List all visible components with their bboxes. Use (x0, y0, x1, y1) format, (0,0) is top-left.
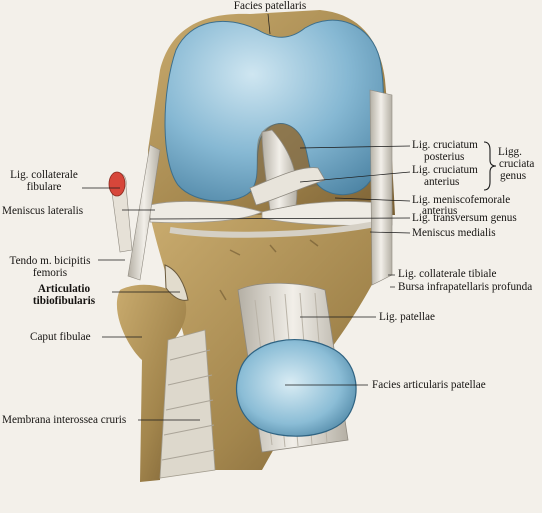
tibia-texture (219, 239, 319, 311)
label-articulatio-2: tibiofibularis (32, 295, 96, 307)
leader-lines (82, 13, 411, 421)
membrane-fibers (161, 349, 216, 461)
label-lig-collaterale-fibulare-1: Lig. collaterale (10, 169, 78, 181)
lig-collaterale-tibiale (369, 89, 393, 286)
label-membrana-interossea: Membrana interossea cruris (2, 414, 127, 426)
label-lig-collaterale-fibulare-2: fibulare (26, 181, 62, 193)
tendon-cut-surface (108, 171, 126, 197)
patella-articular-surface (236, 339, 357, 437)
label-meniscus-medialis: Meniscus medialis (412, 227, 496, 239)
label-ligg-cruciata-3: genus (500, 170, 527, 182)
label-lig-transversum-genus: Lig. transversum genus (412, 212, 517, 224)
label-lig-cruciatum-posterius-2: posterius (424, 151, 465, 163)
label-meniscus-lateralis: Meniscus lateralis (2, 205, 84, 217)
label-lig-cruciatum-anterius-2: anterius (424, 176, 460, 188)
label-ligg-cruciata-1: Ligg. (498, 146, 522, 158)
label-lig-meniscofemorale-2: anterius (422, 205, 458, 217)
label-tendo-biceps-2: femoris (32, 267, 68, 279)
lig-transversum (169, 219, 386, 238)
interosseous-membrane (159, 329, 216, 479)
label-tendo-biceps-1: Tendo m. bicipitis (9, 255, 91, 267)
femoral-condyles-cartilage (164, 19, 384, 202)
label-lig-meniscofemorale-1: Lig. meniscofemorale (412, 194, 511, 206)
label-articulatio-1: Articulatio (37, 283, 91, 295)
label-lig-collaterale-tibiale: Lig. collaterale tibiale (398, 268, 497, 280)
label-facies-patellaris: Facies patellaris (233, 0, 307, 12)
label-lig-cruciatum-anterius-1: Lig. cruciatum (412, 164, 478, 176)
label-facies-articularis-patellae: Facies articularis patellae (372, 379, 486, 391)
label-lig-cruciatum-posterius-1: Lig. cruciatum (412, 139, 478, 151)
lig-collaterale-fibulare (127, 144, 161, 281)
fibula-bone (116, 284, 187, 482)
cruciata-brace (483, 141, 497, 191)
label-bursa-infrapatellaris: Bursa infrapatellaris profunda (398, 281, 533, 293)
label-lig-patellae: Lig. patellae (379, 311, 435, 323)
label-caput-fibulae: Caput fibulae (30, 331, 91, 343)
label-ligg-cruciata-2: cruciata (499, 158, 535, 170)
